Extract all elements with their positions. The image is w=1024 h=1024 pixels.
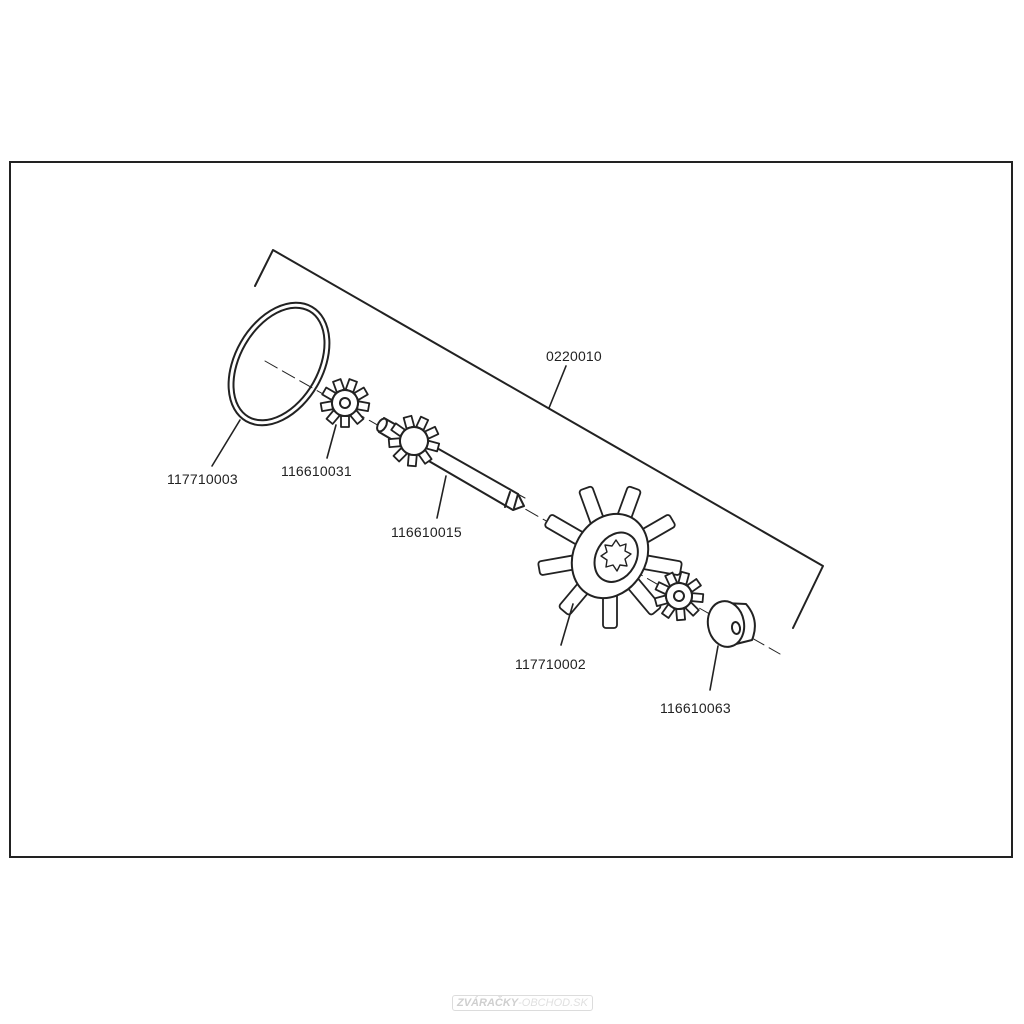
small-gear: [319, 378, 371, 428]
bushing-leader: [709, 645, 719, 691]
label-small-gear: 116610031: [281, 463, 352, 479]
o-ring: [227, 301, 331, 427]
label-o-ring: 117710003: [167, 471, 238, 487]
label-shaft: 116610015: [391, 524, 462, 540]
watermark-brand: ZVÁRAČKY: [457, 997, 519, 1009]
o-ring-leader: [211, 419, 241, 467]
label-impeller: 117710002: [515, 656, 586, 672]
watermark-logo: ZVÁRAČKY-OBCHOD.SK: [452, 995, 593, 1011]
label-bushing: 116610063: [660, 700, 731, 716]
impeller-leader: [560, 603, 574, 646]
shaft-leader: [436, 475, 447, 519]
assembly-bracket: [254, 249, 824, 629]
small-gear-2: [653, 570, 705, 622]
impeller: [537, 485, 683, 629]
label-assembly: 0220010: [546, 348, 602, 364]
small-gear-leader: [326, 424, 337, 459]
shaft: [376, 414, 526, 511]
watermark-rest: -OBCHOD.SK: [518, 997, 588, 1009]
assembly-leader: [548, 365, 567, 409]
bushing: [706, 600, 758, 648]
